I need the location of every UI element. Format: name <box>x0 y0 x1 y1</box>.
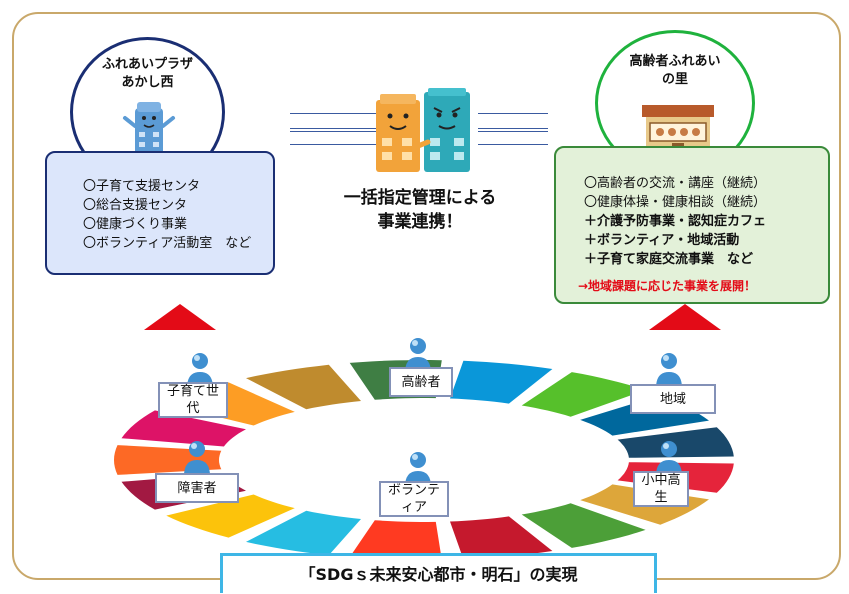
left-service-item: 〇子育て支援センタ <box>83 179 201 194</box>
sdg-wheel-segment <box>246 510 361 556</box>
left-facility-name-2: あかし西 <box>121 75 174 90</box>
group-label-elderly: 高齢者 <box>389 367 453 397</box>
connector-bar-right <box>478 113 548 129</box>
two-buildings-mascot-icon <box>376 88 470 172</box>
connector-bar-right-2 <box>478 131 548 145</box>
group-label-volunteer: ボランティア <box>379 481 449 517</box>
group-label-disabled: 障害者 <box>155 473 239 503</box>
sdg-wheel-segment <box>166 494 295 538</box>
right-service-item-continued: 〇高齢者の交流・講座（継続） <box>584 176 767 191</box>
sdg-wheel-segment <box>617 427 734 458</box>
left-facility-services-panel: 〇子育て支援センタ 〇総合支援センタ 〇健康づくり事業 〇ボランティア活動室 な… <box>45 151 275 275</box>
center-message-line-1: 一括指定管理による <box>343 188 497 208</box>
left-facility-name-1: ふれあいプラザ <box>101 57 193 72</box>
person-icon <box>184 441 210 476</box>
left-service-item: 〇総合支援センタ <box>83 198 188 213</box>
connector-bar-left <box>290 113 390 129</box>
group-label-students: 小中高生 <box>633 471 689 507</box>
right-service-item-new: ＋ボランティア・地域活動 <box>584 233 740 248</box>
right-facility-services-panel: 〇高齢者の交流・講座（継続） 〇健康体操・健康相談（継続） ＋介護予防事業・認知… <box>554 146 830 304</box>
left-service-item: 〇ボランティア活動室 など <box>83 236 252 251</box>
group-label-parenting: 子育て世代 <box>158 382 228 418</box>
up-arrow-left <box>144 304 216 330</box>
sdg-wheel-segment <box>450 516 553 560</box>
center-message-line-2: 事業連携！ <box>377 212 463 232</box>
sdg-wheel-segment <box>450 360 553 404</box>
left-service-item: 〇健康づくり事業 <box>83 217 188 232</box>
right-service-item-continued: 〇健康体操・健康相談（継続） <box>584 195 767 210</box>
right-facility-name-1: 高齢者ふれあい <box>629 54 721 69</box>
sdg-wheel-segment <box>121 410 246 447</box>
group-label-community: 地域 <box>630 384 716 414</box>
right-facility-note: →地域課題に応じた事業を展開！ <box>578 279 757 293</box>
up-arrow-right <box>649 304 721 330</box>
sdg-wheel-segment <box>349 520 442 560</box>
right-facility-name-2: の里 <box>661 72 688 87</box>
sdg-wheel-segment <box>246 364 361 410</box>
person-icon <box>656 353 682 388</box>
sdg-wheel-segment <box>521 372 646 417</box>
center-message: 一括指定管理による 事業連携！ <box>300 186 540 234</box>
goal-banner: 「SDGｓ未来安心都市・明石」の実現 <box>220 553 657 593</box>
connector-bar-left-2 <box>290 131 390 145</box>
building-mascot-icon <box>123 102 175 156</box>
right-service-item-new: ＋子育て家庭交流事業 など <box>584 252 754 267</box>
right-service-item-new: ＋介護予防事業・認知症カフェ <box>584 214 767 229</box>
sdg-wheel-segment <box>521 503 646 548</box>
